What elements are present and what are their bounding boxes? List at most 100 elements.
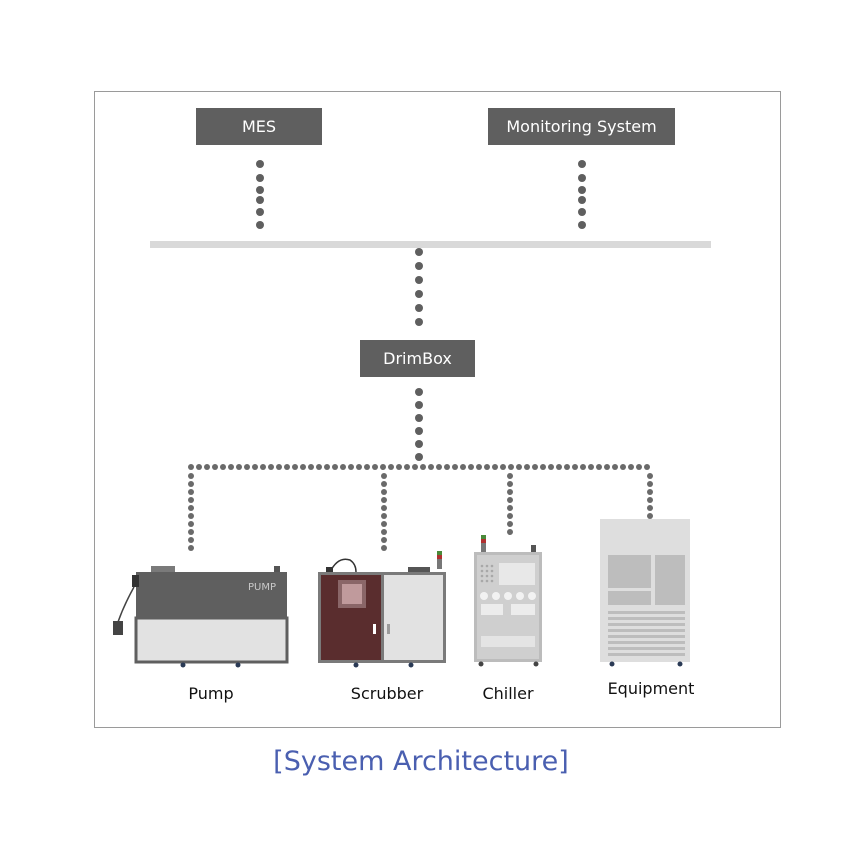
connector-dot (364, 464, 370, 470)
connector-dot (188, 489, 194, 495)
pump-device: PUMP (113, 566, 289, 668)
connector-dot (388, 464, 394, 470)
connector-dot (444, 464, 450, 470)
connector-dot (578, 160, 586, 168)
connector-dot (415, 414, 423, 422)
connector-dot (572, 464, 578, 470)
connector-dot (507, 521, 513, 527)
connector-dot (415, 388, 423, 396)
connector-dot (596, 464, 602, 470)
connector-dot (415, 440, 423, 448)
connector-dot (188, 537, 194, 543)
monitoring-system-label: Monitoring System (506, 117, 657, 136)
connector-dot (507, 481, 513, 487)
connector-dot (578, 186, 586, 194)
connector-dot (507, 473, 513, 479)
connector-dot (396, 464, 402, 470)
connector-dot (468, 464, 474, 470)
connector-dot (415, 290, 423, 298)
connector-dot (556, 464, 562, 470)
connector-dot (476, 464, 482, 470)
connector-dot (507, 489, 513, 495)
connector-dot (415, 304, 423, 312)
connector-dot (188, 505, 194, 511)
connector-dot (381, 529, 387, 535)
connector-dot (507, 513, 513, 519)
connector-dot (420, 464, 426, 470)
connector-dot (415, 276, 423, 284)
connector-dot (604, 464, 610, 470)
connector-dot (256, 221, 264, 229)
connector-dot (244, 464, 250, 470)
connector-dot (460, 464, 466, 470)
connector-dot (188, 521, 194, 527)
connector-dot (188, 545, 194, 551)
equipment-label: Equipment (607, 679, 695, 698)
connector-dot (415, 262, 423, 270)
connector-dot (636, 464, 642, 470)
connector-dot (276, 464, 282, 470)
scrubber-label: Scrubber (350, 684, 424, 703)
drimbox-label: DrimBox (383, 349, 452, 368)
connector-dot (356, 464, 362, 470)
connector-dot (268, 464, 274, 470)
connector-dot (428, 464, 434, 470)
connector-dot (484, 464, 490, 470)
connector-dot (188, 497, 194, 503)
connector-dot (188, 513, 194, 519)
connector-dot (415, 248, 423, 256)
connector-dot (300, 464, 306, 470)
connector-dot (381, 505, 387, 511)
connector-dot (452, 464, 458, 470)
connector-dot (507, 529, 513, 535)
connector-dot (524, 464, 530, 470)
connector-dot (628, 464, 634, 470)
connector-dot (228, 464, 234, 470)
connector-dot (415, 427, 423, 435)
network-bus (150, 241, 711, 248)
connector-dot (647, 513, 653, 519)
connector-dot (644, 464, 650, 470)
connector-dot (292, 464, 298, 470)
chiller-label: Chiller (482, 684, 534, 703)
connector-dot (324, 464, 330, 470)
connector-dot (578, 196, 586, 204)
connector-dot (381, 489, 387, 495)
connector-dot (647, 473, 653, 479)
figure-caption: [System Architecture] (273, 746, 569, 777)
connector-dot (348, 464, 354, 470)
connector-dot (381, 537, 387, 543)
connector-dot (196, 464, 202, 470)
connector-dot (647, 489, 653, 495)
connector-dot (612, 464, 618, 470)
connector-dot (256, 208, 264, 216)
connector-dot (316, 464, 322, 470)
connector-dot (188, 473, 194, 479)
connector-dot (381, 481, 387, 487)
connector-dot (580, 464, 586, 470)
connector-dot (284, 464, 290, 470)
connector-dot (381, 497, 387, 503)
connector-dot (212, 464, 218, 470)
connector-dot (578, 208, 586, 216)
connector-dot (588, 464, 594, 470)
connector-dot (256, 196, 264, 204)
mes-node: MES (196, 108, 322, 145)
connector-dot (381, 521, 387, 527)
connector-dot (220, 464, 226, 470)
connector-dot (620, 464, 626, 470)
connector-dot (415, 401, 423, 409)
diagram-frame (94, 91, 781, 728)
connector-dot (340, 464, 346, 470)
connector-dot (381, 545, 387, 551)
connector-dot (308, 464, 314, 470)
connector-dot (236, 464, 242, 470)
connector-dot (578, 221, 586, 229)
connector-dot (508, 464, 514, 470)
connector-dot (492, 464, 498, 470)
connector-dot (548, 464, 554, 470)
connector-dot (647, 481, 653, 487)
connector-dot (256, 186, 264, 194)
connector-dot (540, 464, 546, 470)
connector-dot (188, 481, 194, 487)
